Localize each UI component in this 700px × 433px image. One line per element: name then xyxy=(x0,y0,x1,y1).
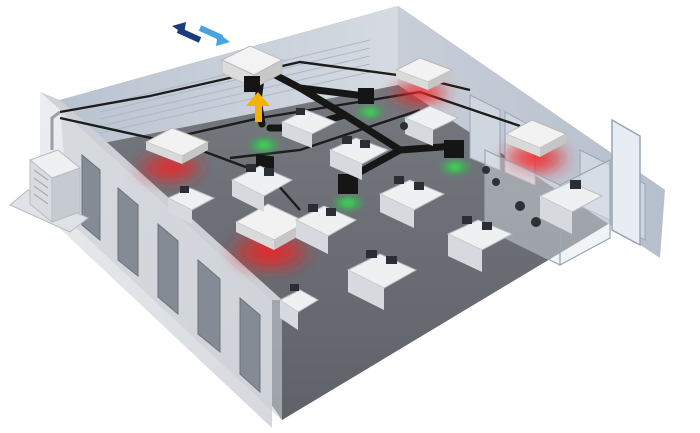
cassette-unit-3 xyxy=(394,57,454,90)
fresh-air-diffuser-boxes xyxy=(256,88,464,194)
desk xyxy=(403,105,460,146)
ceiling-cassette-icon xyxy=(144,57,568,250)
desk xyxy=(280,108,338,148)
air-exchange-arrows-icon xyxy=(172,22,230,46)
yellow-airflow-arrow xyxy=(246,92,270,122)
cassette-unit-1 xyxy=(144,127,210,164)
desk xyxy=(446,216,514,272)
office-chairs xyxy=(400,122,541,227)
workstations xyxy=(166,105,604,330)
outdoor-refrigerant-pipe xyxy=(50,110,61,150)
desk xyxy=(328,136,390,180)
desk xyxy=(166,186,216,224)
cassette-unit-4 xyxy=(504,119,568,157)
desk xyxy=(230,164,294,212)
desk xyxy=(538,180,604,234)
glass-door xyxy=(611,118,641,247)
desk xyxy=(378,176,446,228)
ventilation-unit-icon xyxy=(220,45,284,92)
fresh-air-outlets xyxy=(247,104,472,212)
desk xyxy=(346,250,418,310)
desk xyxy=(294,204,358,254)
outdoor-condenser-icon xyxy=(9,149,89,233)
desk xyxy=(279,284,319,330)
